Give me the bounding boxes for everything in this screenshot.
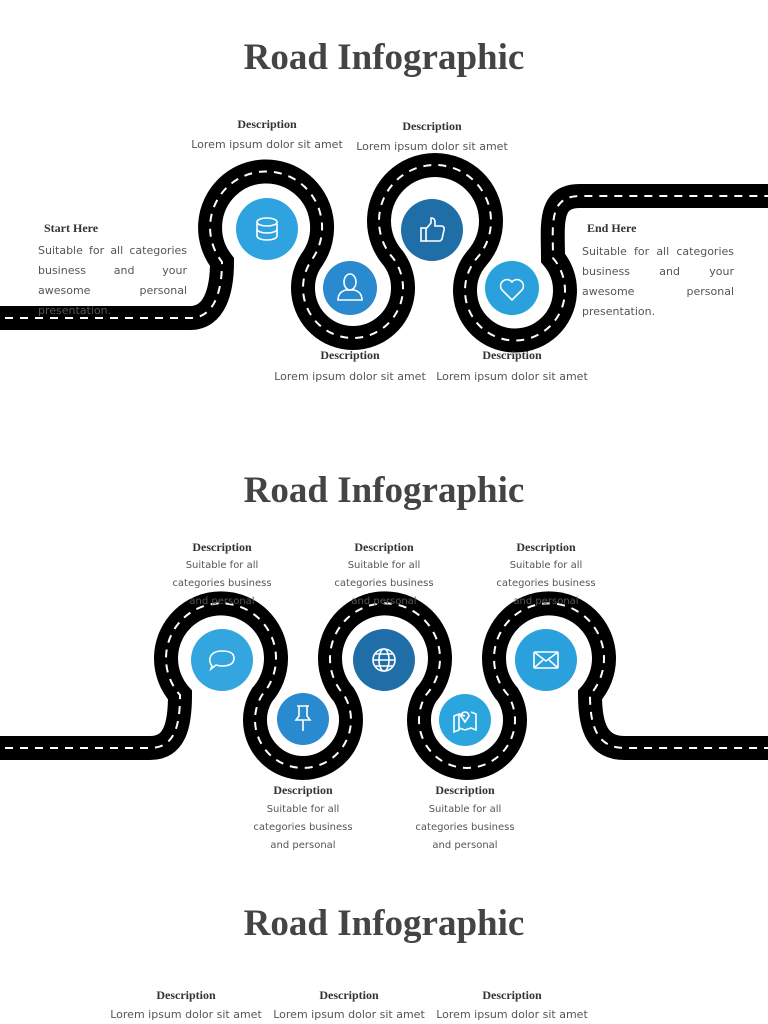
pushpin-icon <box>294 705 312 731</box>
speech-bubble-icon <box>208 650 235 672</box>
milestone-6-label: Description <box>273 783 333 797</box>
section-3-title: Road Infographic <box>243 903 525 944</box>
milestone-3-text: Lorem ipsum dolor sit amet <box>356 140 508 153</box>
milestone-1-text: Lorem ipsum dolor sit amet <box>191 138 343 151</box>
milestone-1 <box>236 198 298 260</box>
heart-icon <box>499 278 525 302</box>
milestone-5-text: Suitable for all categories business and… <box>172 560 272 607</box>
envelope-icon <box>533 651 559 669</box>
milestone-4-text: Lorem ipsum dolor sit amet <box>436 370 588 383</box>
end-heading: End Here <box>587 221 637 235</box>
milestone-3 <box>401 199 463 261</box>
start-text: Suitable for all categories business and… <box>38 244 187 317</box>
milestone-2-label: Description <box>320 348 380 362</box>
database-icon <box>256 217 278 241</box>
milestone-4 <box>485 261 539 315</box>
section-2-title: Road Infographic <box>243 470 525 511</box>
section-3-item-1-label: Description <box>156 988 216 1002</box>
milestone-8 <box>439 694 491 746</box>
milestone-1-label: Description <box>237 117 297 131</box>
milestone-3-label: Description <box>402 119 462 133</box>
milestone-4-label: Description <box>482 348 542 362</box>
road-2 <box>0 591 768 780</box>
milestone-7 <box>353 629 415 691</box>
milestone-9-label: Description <box>516 540 576 554</box>
section-1-title: Road Infographic <box>243 37 525 78</box>
road-1 <box>0 152 768 353</box>
milestone-2 <box>323 261 377 315</box>
milestone-7-text: Suitable for all categories business and… <box>334 560 434 607</box>
map-pin-icon <box>453 711 477 734</box>
milestone-9 <box>515 629 577 691</box>
section-3-item-1-text: Lorem ipsum dolor sit amet <box>110 1008 262 1021</box>
milestone-6-text: Suitable for all categories business and… <box>253 804 353 851</box>
end-text: Suitable for all categories business and… <box>582 245 734 318</box>
section-3-item-3-text: Lorem ipsum dolor sit amet <box>436 1008 588 1021</box>
thumbs-up-icon <box>420 217 446 242</box>
globe-icon <box>372 648 396 672</box>
milestone-5 <box>191 629 253 691</box>
milestone-2-text: Lorem ipsum dolor sit amet <box>274 370 426 383</box>
start-heading: Start Here <box>44 221 99 235</box>
milestone-9-text: Suitable for all categories business and… <box>496 560 596 607</box>
milestone-8-label: Description <box>435 783 495 797</box>
section-3-item-2-label: Description <box>319 988 379 1002</box>
milestone-8-text: Suitable for all categories business and… <box>415 804 515 851</box>
milestone-7-label: Description <box>354 540 414 554</box>
section-3-item-3-label: Description <box>482 988 542 1002</box>
section-3-item-2-text: Lorem ipsum dolor sit amet <box>273 1008 425 1021</box>
milestone-5-label: Description <box>192 540 252 554</box>
milestone-6 <box>277 693 329 745</box>
user-icon <box>337 273 363 301</box>
